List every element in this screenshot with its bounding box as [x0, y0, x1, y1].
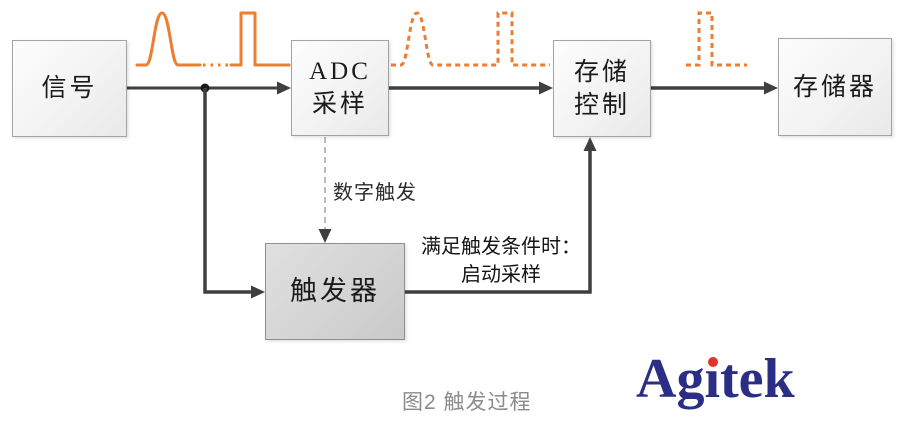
memory-box-label: 存储器	[792, 73, 877, 101]
input-waveform-icon	[135, 11, 291, 67]
arrowhead	[539, 81, 553, 95]
signal-box: 信号	[12, 40, 127, 137]
arrowhead	[583, 137, 597, 151]
logo-part1: Ag	[636, 348, 705, 410]
trigger-condition-text: 满足触发条件时： 启动采样	[410, 233, 592, 289]
figure-caption: 图2 触发过程	[402, 391, 532, 414]
adc-to-storage-arrow	[389, 81, 553, 95]
trigger-box: 触发器	[265, 243, 405, 340]
trigger-condition-line2: 启动采样	[461, 264, 541, 286]
digital-trigger-arrowhead	[318, 229, 332, 243]
storage-to-memory-arrow	[651, 81, 778, 95]
adc-box-label-line2: 采样	[311, 91, 368, 118]
storage-control-label-line2: 控制	[573, 91, 630, 119]
logo-part2: tek	[720, 348, 795, 410]
sampled-waveform-icon	[391, 11, 550, 67]
arrowhead	[764, 81, 778, 95]
digital-trigger-label: 数字触发	[333, 182, 417, 204]
adc-box-label-line1: ADC	[309, 58, 371, 85]
storage-control-box: 存储 控制	[553, 40, 651, 137]
junction-to-trigger-connector	[203, 88, 265, 299]
logo-letter-i: ı	[704, 350, 720, 408]
trigger-to-storage-connector	[405, 137, 597, 294]
signal-to-adc-arrow	[127, 81, 291, 95]
memory-box: 存储器	[778, 38, 892, 136]
arrowhead	[251, 285, 265, 299]
trigger-condition-line1: 满足触发条件时：	[421, 236, 581, 258]
trigger-box-label: 触发器	[290, 276, 380, 306]
adc-sampling-box: ADC 采样	[291, 40, 389, 136]
digital-trigger-dashed-line	[318, 137, 332, 243]
signal-box-label: 信号	[41, 75, 98, 102]
storage-control-label-line1: 存储	[573, 58, 630, 86]
arrowhead	[277, 81, 291, 95]
logo-i-dot	[708, 357, 719, 367]
stored-pulse-waveform-icon	[686, 11, 747, 67]
